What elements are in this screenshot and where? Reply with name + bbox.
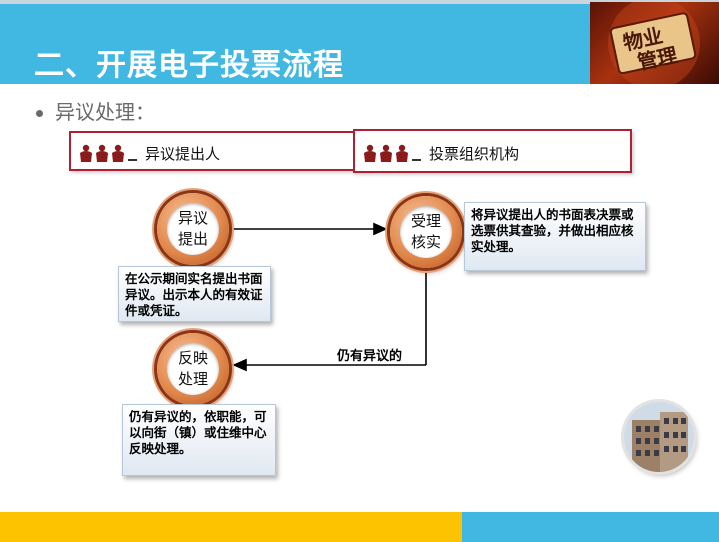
step-report-line1: 反映 <box>177 349 208 367</box>
note-objection: 在公示期间实名提出书面异议。出示本人的有效证件或凭证。 <box>118 266 271 322</box>
building-icon <box>624 402 694 472</box>
people-icon <box>79 144 141 162</box>
bullet-text: 异议处理： <box>55 100 155 124</box>
people-icon <box>363 144 425 162</box>
header-top-strip <box>0 0 719 4</box>
property-management-logo: 物业 管理 <box>590 2 719 84</box>
step-report-circle: 反映 处理 <box>157 333 229 405</box>
role-label-objector: 异议提出人 <box>145 145 221 163</box>
step-review-line2: 核实 <box>410 233 441 251</box>
slide-title: 二、开展电子投票流程 <box>34 48 344 83</box>
bullet-heading: 异议处理： <box>36 96 155 125</box>
step-objection-circle: 异议 提出 <box>157 193 229 265</box>
flow-label-still-objection: 仍有异议的 <box>337 349 403 364</box>
role-box-organizer: 投票组织机构 <box>353 129 632 173</box>
footer-blue-bar <box>462 512 719 542</box>
role-label-organizer: 投票组织机构 <box>429 145 520 163</box>
step-review-line1: 受理 <box>410 212 441 230</box>
step-review-circle: 受理 核实 <box>390 196 462 268</box>
bullet-dot <box>36 110 43 117</box>
step-objection-line2: 提出 <box>177 230 208 248</box>
step-objection-line1: 异议 <box>177 209 208 227</box>
footer-yellow-bar <box>0 512 462 542</box>
note-review: 将异议提出人的书面表决票或选票供其查验，并做出相应核实处理。 <box>464 202 646 271</box>
note-report: 仍有异议的，依职能，可以向街（镇）或住维中心反映处理。 <box>122 404 276 476</box>
role-box-objector: 异议提出人 <box>69 131 356 171</box>
step-report-line2: 处理 <box>177 370 208 388</box>
